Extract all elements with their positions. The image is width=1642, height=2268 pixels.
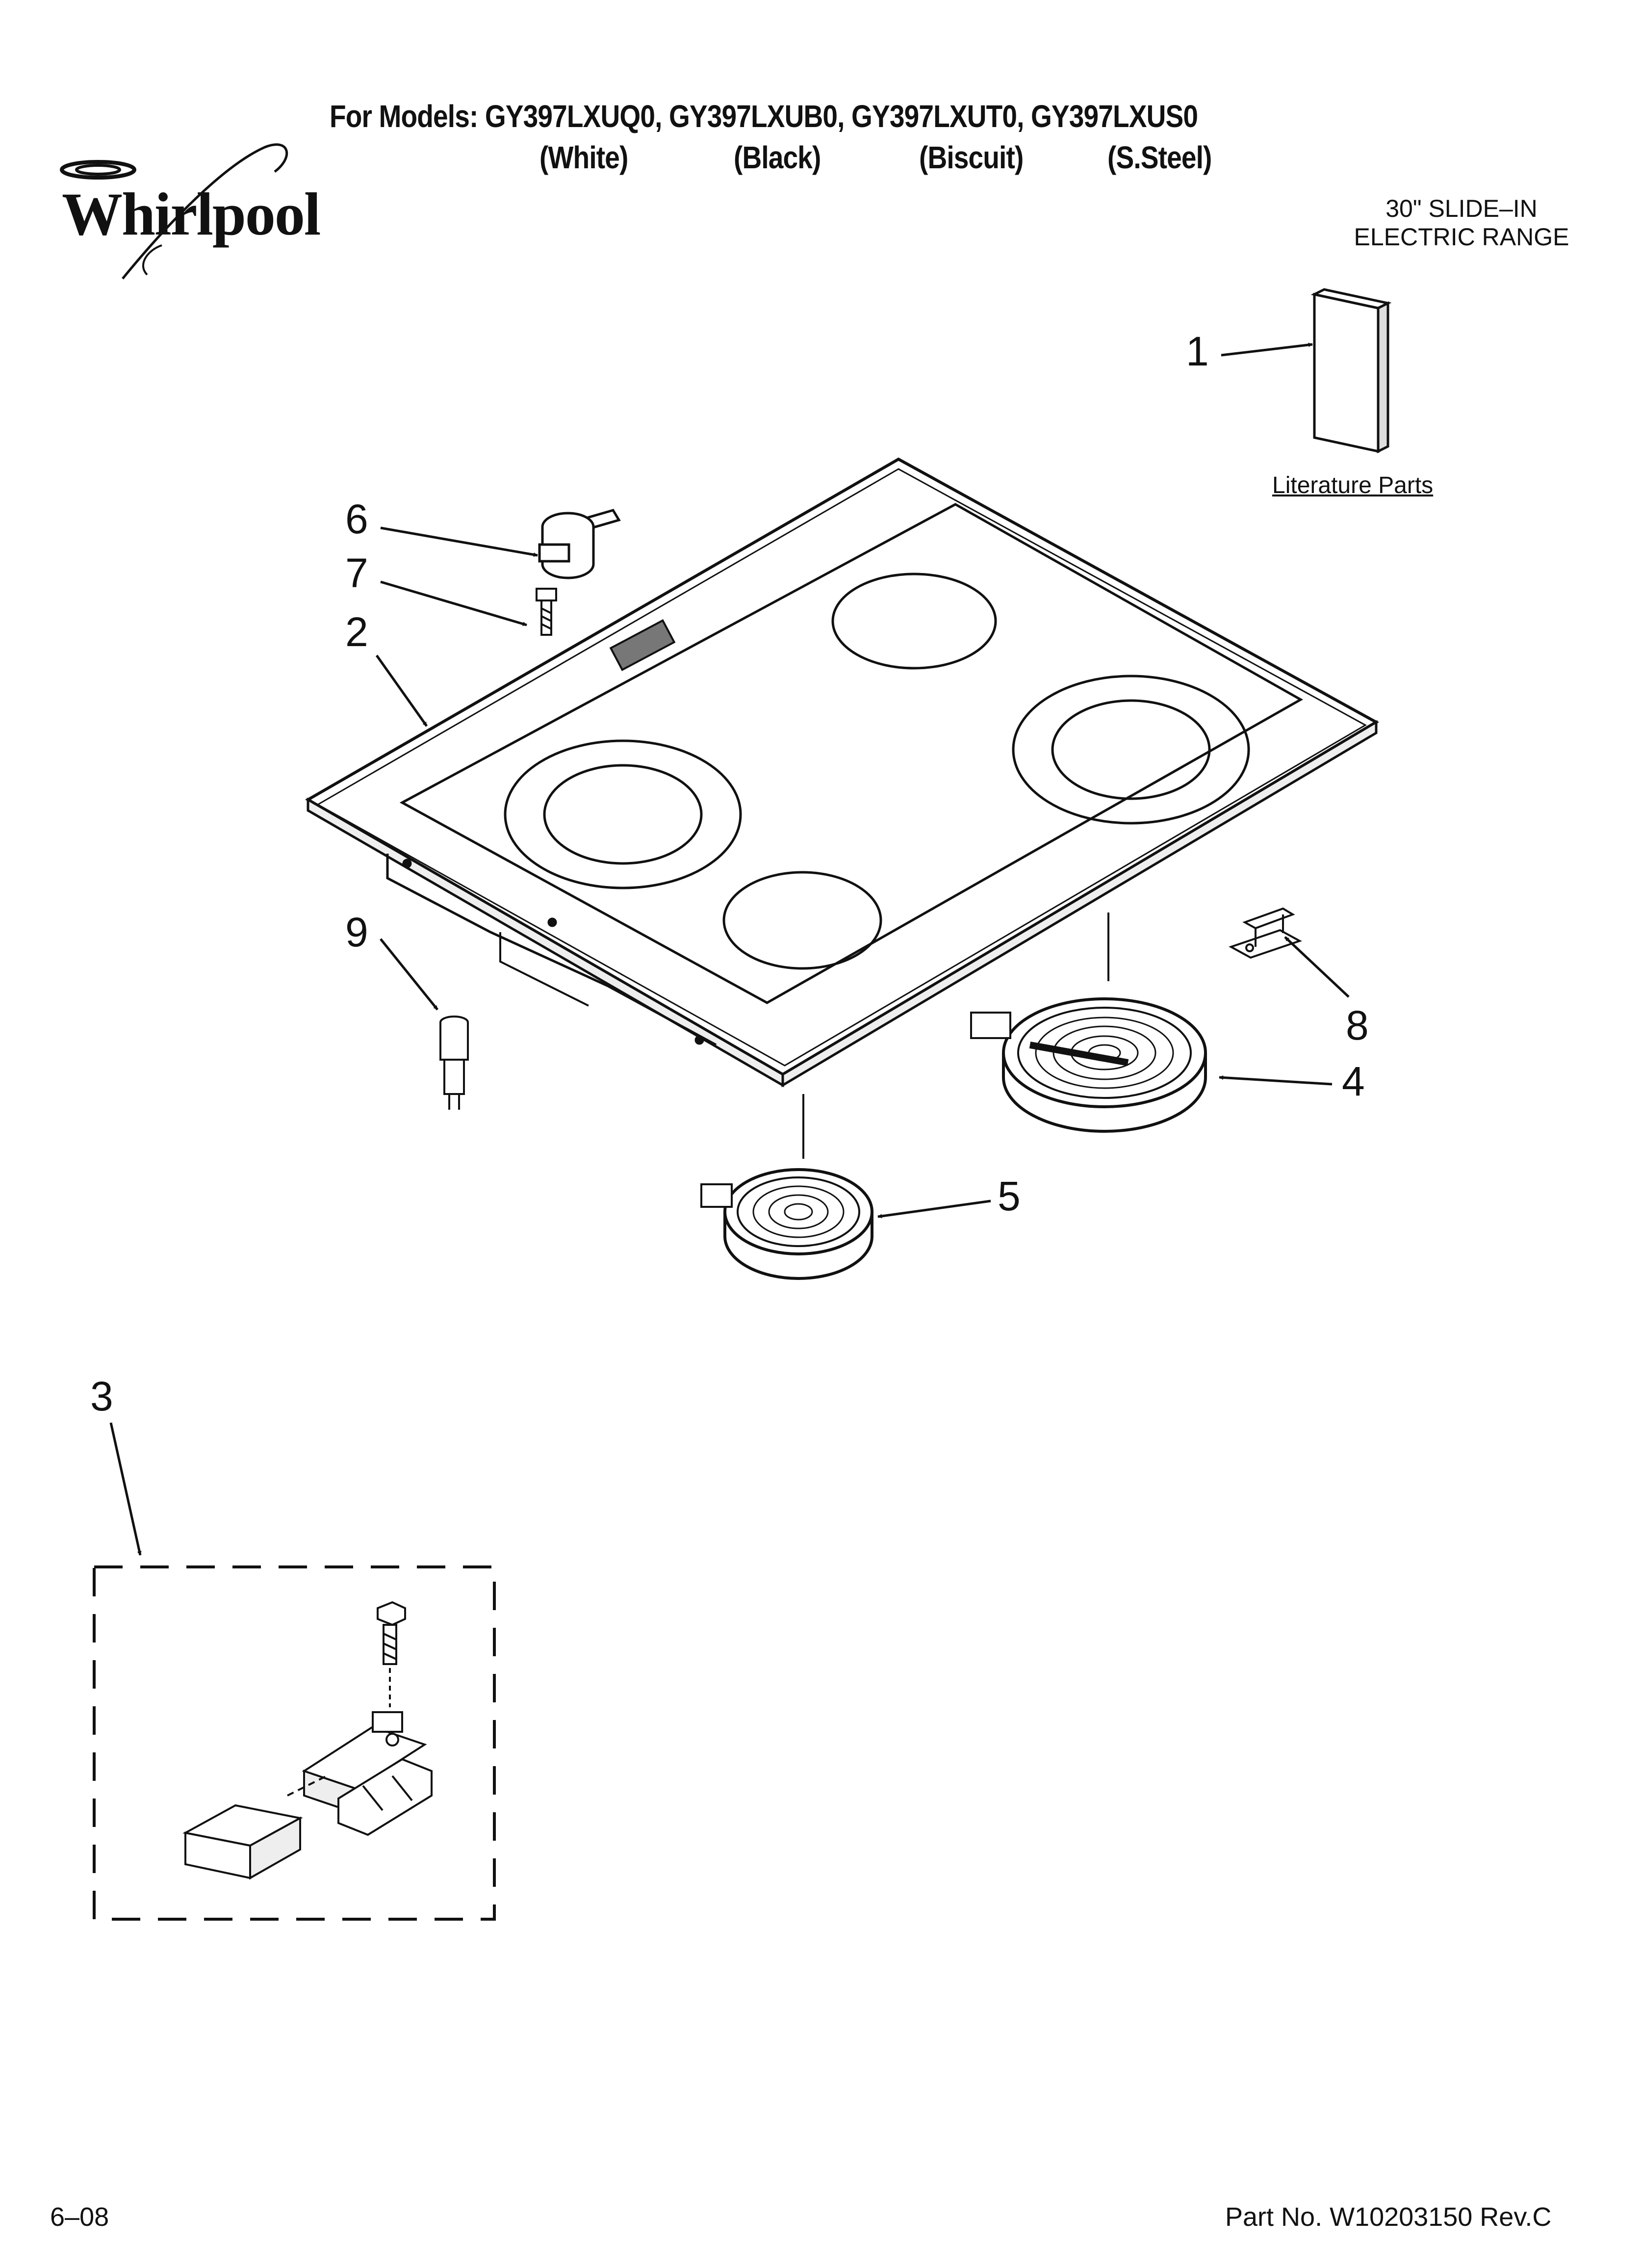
burner-markings bbox=[504, 573, 1250, 970]
literature-booklet bbox=[1310, 288, 1392, 454]
callout-8: 8 bbox=[1346, 1002, 1369, 1048]
callout-9: 9 bbox=[345, 909, 368, 955]
color-biscuit: (Biscuit) bbox=[919, 140, 1024, 175]
callout-6: 6 bbox=[345, 496, 368, 542]
callout-5: 5 bbox=[998, 1173, 1021, 1219]
limit-switch bbox=[538, 509, 621, 579]
callout-1: 1 bbox=[1186, 328, 1209, 374]
footer-date: 6–08 bbox=[50, 2202, 109, 2232]
cooktop-glass bbox=[305, 457, 1380, 1088]
color-steel: (S.Steel) bbox=[1107, 140, 1212, 175]
kit-box bbox=[93, 1565, 496, 1921]
literature-parts-label: Literature Parts bbox=[1272, 472, 1434, 498]
models-line: For Models: GY397LXUQ0, GY397LXUB0, GY39… bbox=[330, 99, 1198, 134]
bracket-clip bbox=[1229, 907, 1302, 959]
indicator-lamp bbox=[439, 1016, 469, 1110]
whirlpool-logo-text: Whirlpool bbox=[62, 181, 321, 248]
callout-7: 7 bbox=[345, 550, 368, 596]
footer-part-number: Part No. W10203150 Rev.C bbox=[1225, 2202, 1552, 2232]
leader-arrows bbox=[109, 342, 1350, 1556]
color-black: (Black) bbox=[734, 140, 821, 175]
callout-2: 2 bbox=[345, 609, 368, 655]
callout-3: 3 bbox=[90, 1373, 113, 1419]
callout-4: 4 bbox=[1342, 1058, 1365, 1104]
small-radiant-element bbox=[700, 1094, 873, 1280]
color-white: (White) bbox=[539, 140, 628, 175]
screw bbox=[536, 588, 557, 636]
logo-swoosh-icon bbox=[60, 143, 288, 280]
large-radiant-element bbox=[970, 912, 1207, 1133]
product-line-2: ELECTRIC RANGE bbox=[1354, 223, 1569, 251]
product-line-1: 30" SLIDE–IN bbox=[1385, 195, 1538, 222]
